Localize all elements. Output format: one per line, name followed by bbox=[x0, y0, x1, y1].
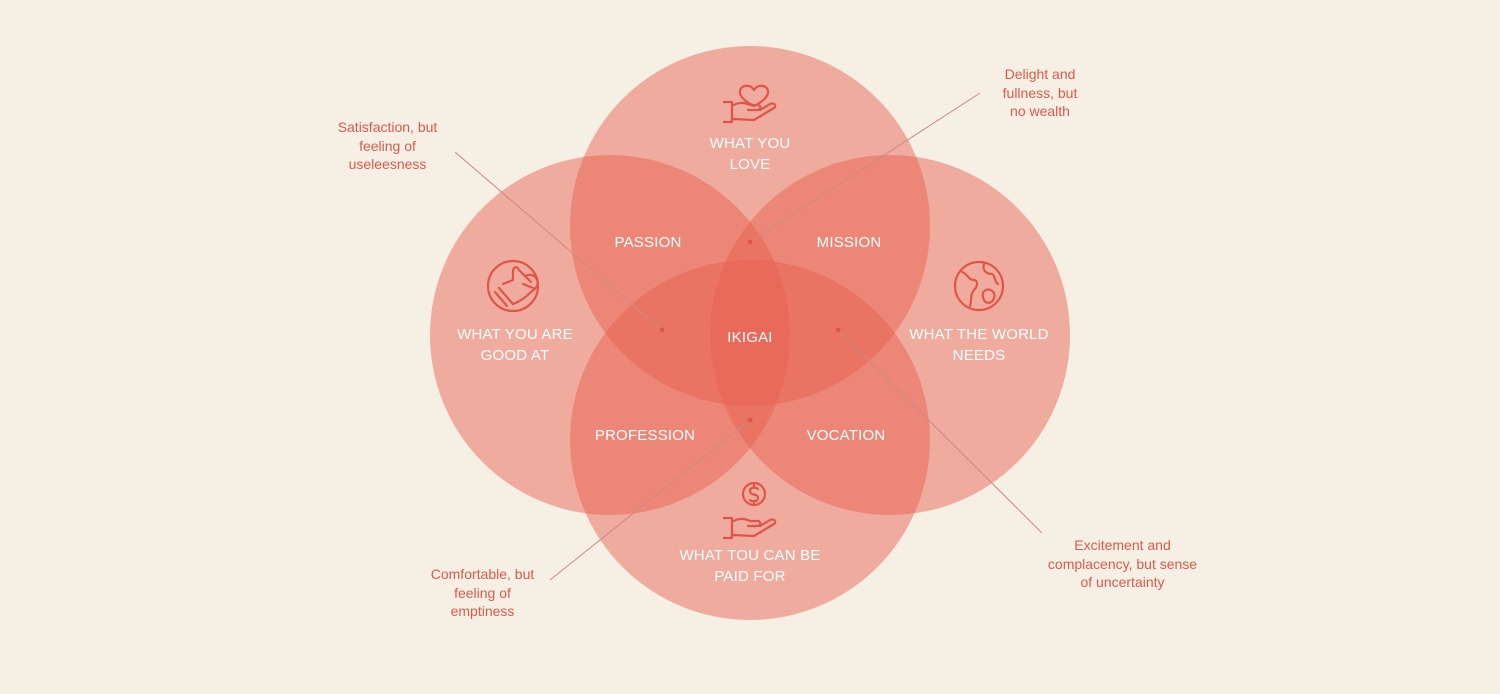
thumbs-up-icon bbox=[486, 259, 540, 313]
leader-dot-top-right bbox=[747, 239, 753, 245]
circle-what-you-love bbox=[570, 46, 930, 406]
label-what-the-world-needs: WHAT THE WORLD NEEDS bbox=[909, 326, 1049, 364]
circle-what-the-world-needs bbox=[710, 155, 1070, 515]
money-in-hand-icon bbox=[722, 481, 777, 540]
label-what-you-are-good-at: WHAT YOU ARE GOOD AT bbox=[457, 326, 573, 364]
globe-icon bbox=[953, 260, 1005, 312]
leader-dot-top-left bbox=[659, 327, 665, 333]
annotation-excitement: Excitement and complacency, but sense of… bbox=[1047, 537, 1198, 590]
label-passion: PASSION bbox=[614, 234, 682, 251]
circle-what-you-can-be-paid-for bbox=[570, 260, 930, 620]
label-profession: PROFESSION bbox=[594, 427, 696, 444]
leader-line-top-left bbox=[454, 151, 663, 331]
leader-line-top-right bbox=[749, 92, 981, 243]
leader-dot-bottom-left bbox=[747, 417, 753, 423]
label-ikigai: IKIGAI bbox=[727, 329, 773, 346]
heart-in-hand-icon bbox=[722, 84, 777, 124]
leader-line-bottom-left bbox=[549, 419, 751, 581]
leader-line-bottom-right bbox=[837, 329, 1043, 534]
circle-what-you-are-good-at bbox=[430, 155, 790, 515]
label-what-you-love: WHAT YOU LOVE bbox=[709, 135, 791, 173]
annotation-satisfaction: Satisfaction, but feeling of useleesness bbox=[337, 119, 438, 172]
annotation-delight: Delight and fullness, but no wealth bbox=[1002, 66, 1078, 119]
label-vocation: VOCATION bbox=[806, 427, 886, 444]
label-what-you-can-be-paid-for: WHAT TOU CAN BE PAID FOR bbox=[679, 547, 821, 585]
leader-dot-bottom-right bbox=[835, 327, 841, 333]
label-mission: MISSION bbox=[816, 234, 882, 251]
annotation-comfortable: Comfortable, but feeling of emptiness bbox=[430, 566, 535, 619]
